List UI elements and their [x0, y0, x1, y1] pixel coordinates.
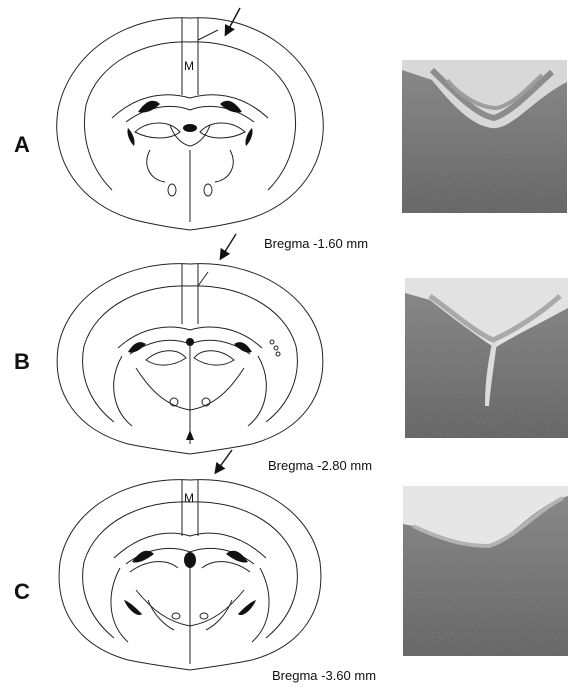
arrow-icon: [216, 450, 232, 472]
brain-atlas-section: [50, 230, 340, 470]
panel-c: C: [0, 450, 569, 687]
brain-atlas-section: M: [50, 0, 340, 240]
panel-a: A: [0, 0, 569, 250]
histology-micrograph: [403, 486, 568, 656]
panel-letter: C: [14, 579, 30, 605]
histology-micrograph: [402, 60, 567, 213]
region-label-m: M: [184, 491, 194, 505]
histology-micrograph: [405, 278, 568, 438]
panel-letter: A: [14, 132, 30, 158]
panel-b: B: [0, 230, 569, 470]
brain-atlas-section: M: [50, 450, 340, 690]
bregma-label: Bregma -3.60 mm: [272, 668, 376, 683]
panel-letter: B: [14, 349, 30, 375]
arrow-icon: [221, 234, 236, 258]
region-label-m: M: [184, 59, 194, 73]
